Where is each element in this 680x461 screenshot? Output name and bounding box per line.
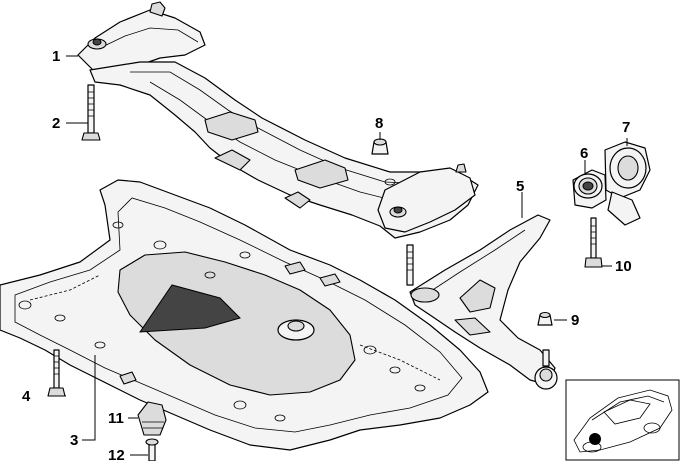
callout-6: 6 bbox=[580, 145, 588, 162]
callout-10: 10 bbox=[615, 258, 632, 275]
leader-lines bbox=[50, 55, 628, 456]
callout-11: 11 bbox=[108, 410, 124, 427]
control-arm[interactable] bbox=[406, 214, 558, 390]
nut[interactable] bbox=[537, 311, 553, 326]
callout-5: 5 bbox=[516, 178, 524, 195]
plate-buffer[interactable] bbox=[137, 401, 167, 436]
callout-9: 9 bbox=[571, 312, 579, 329]
callout-7: 7 bbox=[622, 119, 630, 136]
hydro-mount[interactable] bbox=[604, 141, 651, 226]
callout-8: 8 bbox=[375, 115, 383, 132]
carrier-bolt[interactable] bbox=[81, 84, 101, 141]
mount-bolt[interactable] bbox=[584, 217, 603, 268]
front-axle-carrier[interactable] bbox=[77, 1, 479, 239]
locator-marker-icon bbox=[589, 433, 601, 445]
callout-labels: 1 2 3 4 5 6 7 8 9 10 11 12 bbox=[22, 48, 632, 461]
reinforcement-plate[interactable] bbox=[0, 179, 489, 451]
rubber-mount[interactable] bbox=[572, 169, 607, 209]
callout-2: 2 bbox=[52, 115, 60, 132]
callout-1: 1 bbox=[52, 48, 60, 65]
callout-4: 4 bbox=[22, 388, 31, 405]
car-locator-icon bbox=[565, 379, 680, 461]
callout-12: 12 bbox=[108, 447, 125, 461]
callout-3: 3 bbox=[70, 432, 78, 449]
buffer[interactable] bbox=[371, 138, 389, 155]
plate-screw[interactable] bbox=[145, 438, 159, 461]
